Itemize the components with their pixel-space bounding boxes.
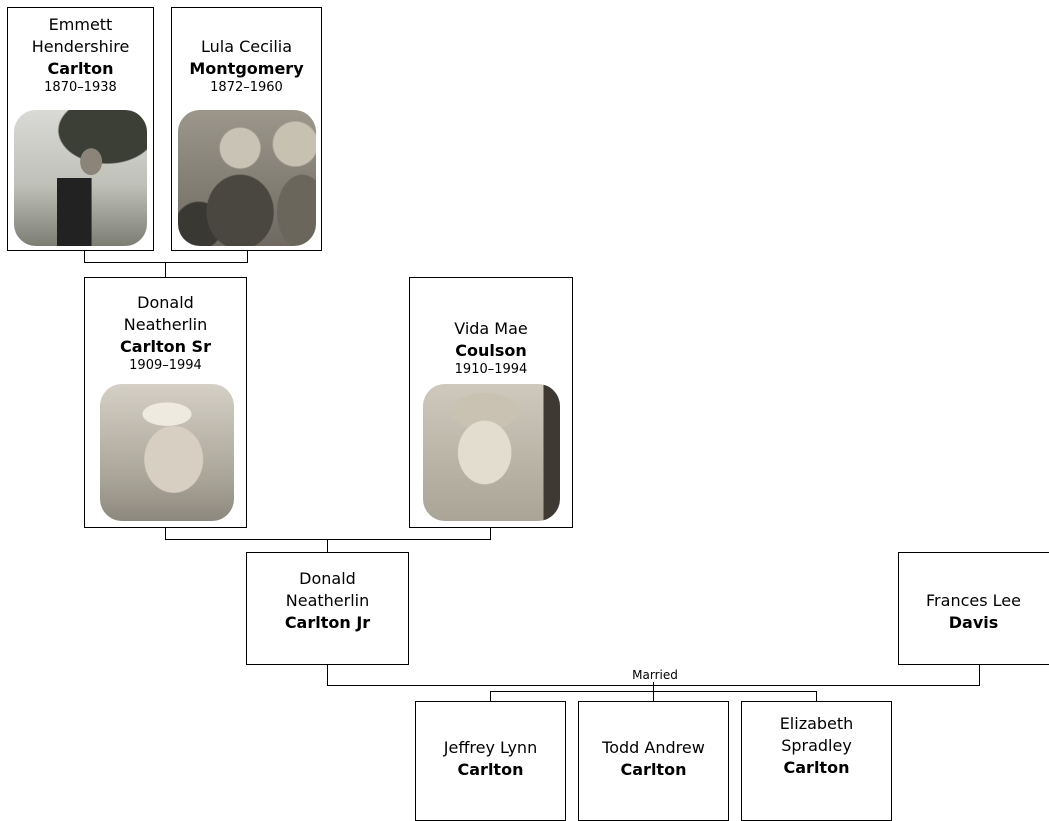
connector-line — [247, 250, 248, 263]
lifespan: 1872–1960 — [210, 80, 283, 95]
portrait-photo — [14, 110, 147, 246]
given-name: Vida Mae — [454, 319, 528, 338]
connector-line — [979, 664, 980, 686]
given-name: Jeffrey Lynn — [443, 738, 538, 757]
connector-line — [165, 527, 166, 540]
person-card-emmett-carlton[interactable]: Emmett Hendershire Carlton 1870–1938 — [7, 7, 154, 251]
surname: Carlton — [783, 758, 850, 777]
given-name: Frances Lee — [926, 591, 1021, 610]
person-card-todd-carlton[interactable]: Todd Andrew Carlton — [578, 701, 729, 821]
married-label: Married — [618, 668, 692, 682]
given-name: Elizabeth Spradley — [779, 714, 854, 755]
surname: Coulson — [455, 341, 527, 360]
connector-line — [84, 250, 85, 263]
connector-line — [490, 527, 491, 540]
surname: Carlton Jr — [284, 613, 371, 632]
person-card-jeffrey-carlton[interactable]: Jeffrey Lynn Carlton — [415, 701, 566, 821]
connector-line — [165, 262, 166, 278]
given-name: Donald Neatherlin — [123, 293, 208, 334]
connector-line — [653, 680, 654, 692]
person-card-frances-davis[interactable]: Frances Lee Davis — [898, 552, 1049, 665]
connector-line — [327, 539, 328, 553]
given-name: Donald Neatherlin — [285, 569, 370, 610]
given-name: Lula Cecilia — [200, 37, 293, 56]
surname: Montgomery — [189, 59, 304, 78]
surname: Carlton — [620, 760, 687, 779]
connector-line — [327, 664, 328, 686]
connector-line — [490, 691, 491, 702]
lifespan: 1909–1994 — [129, 358, 202, 373]
person-card-elizabeth-carlton[interactable]: Elizabeth Spradley Carlton — [741, 701, 892, 821]
surname: Davis — [948, 613, 999, 632]
given-name: Emmett Hendershire — [31, 15, 130, 56]
person-card-lula-montgomery[interactable]: Lula Cecilia Montgomery 1872–1960 — [171, 7, 322, 251]
surname: Carlton — [47, 59, 114, 78]
portrait-photo — [423, 384, 560, 521]
person-card-vida-coulson[interactable]: Vida Mae Coulson 1910–1994 — [409, 277, 573, 528]
person-card-donald-carlton-sr[interactable]: Donald Neatherlin Carlton Sr 1909–1994 — [84, 277, 247, 528]
connector-line — [816, 691, 817, 702]
connector-line — [165, 539, 491, 540]
person-card-donald-carlton-jr[interactable]: Donald Neatherlin Carlton Jr — [246, 552, 409, 665]
surname: Carlton Sr — [120, 337, 211, 356]
portrait-photo — [178, 110, 316, 246]
surname: Carlton — [457, 760, 524, 779]
connector-line — [653, 691, 654, 702]
portrait-photo — [100, 384, 234, 521]
given-name: Todd Andrew — [602, 738, 705, 757]
lifespan: 1910–1994 — [454, 362, 528, 377]
connector-line — [84, 262, 248, 263]
lifespan: 1870–1938 — [44, 80, 117, 95]
